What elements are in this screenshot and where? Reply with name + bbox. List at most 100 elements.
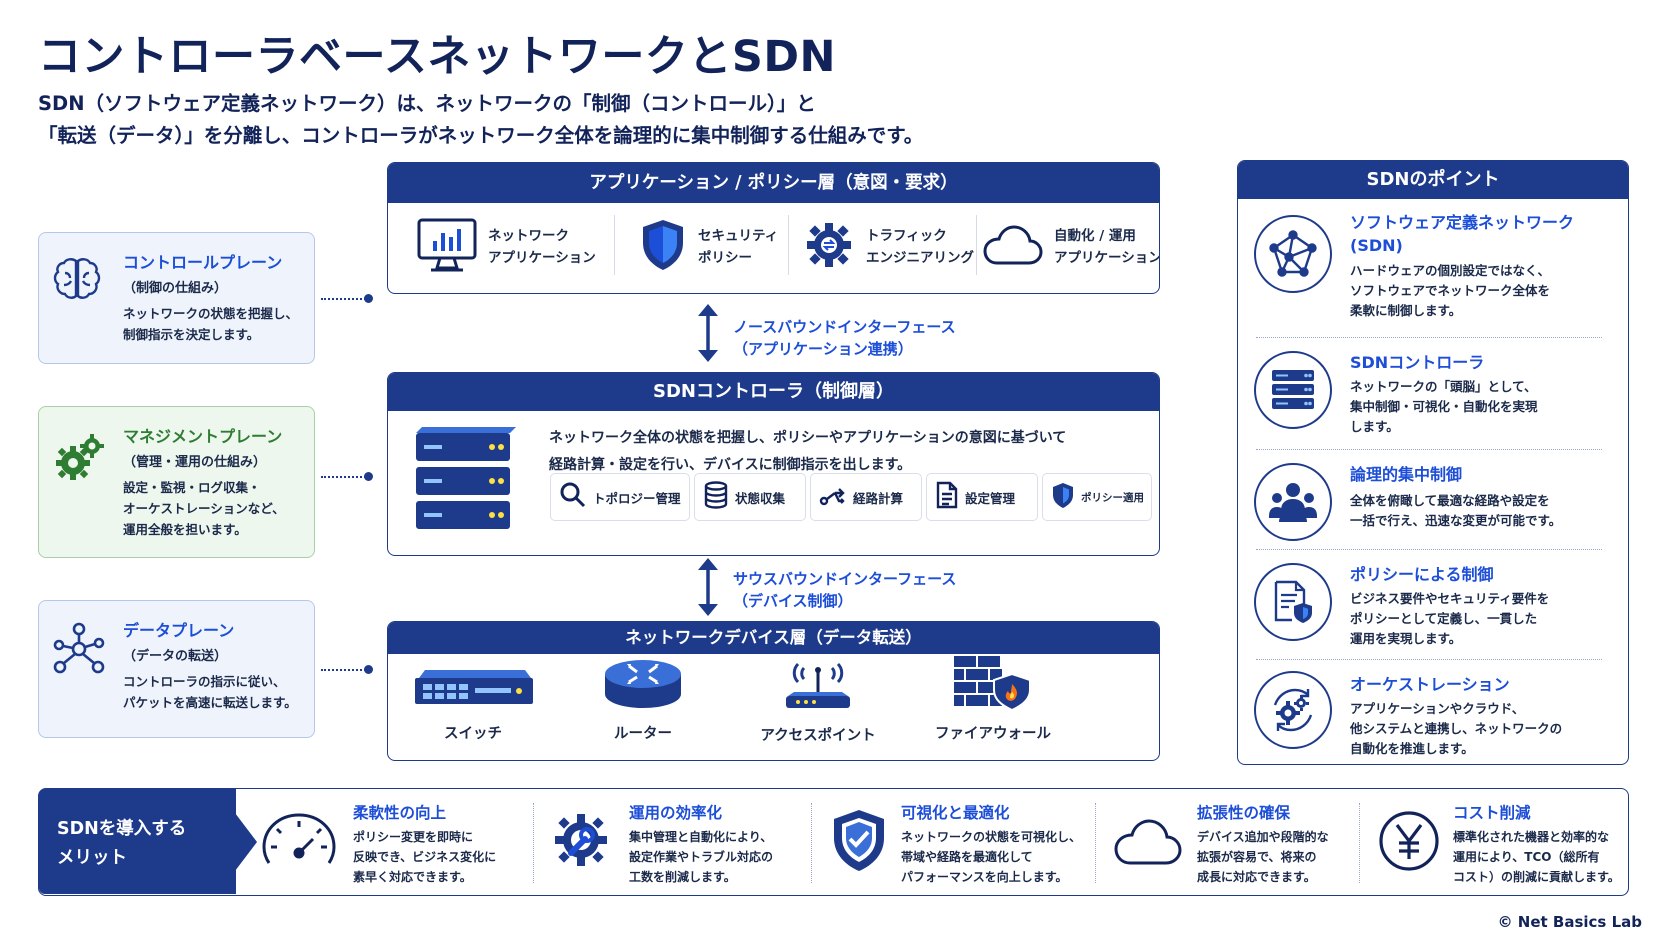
point-desc-3: 自動化を推進します。: [1350, 741, 1474, 756]
benefit-desc-1: 集中管理と自動化により、: [629, 830, 773, 844]
benefit-title: コスト削減: [1453, 804, 1531, 822]
subtitle-line-2: 「転送（データ）」を分離し、コントローラがネットワーク全体を論理的に集中制御する…: [38, 124, 924, 147]
yen-icon: [1377, 809, 1441, 877]
point-title: オーケストレーション: [1350, 675, 1510, 694]
function-label: 設定管理: [965, 490, 1016, 506]
benefit-desc-2: 反映でき、ビジネス変化に: [353, 850, 497, 864]
device-label: スイッチ: [444, 726, 502, 742]
device-router: ルーター: [568, 656, 718, 743]
benefits-bar: SDNを導入する メリット 柔軟性の向上 ポリシー変更を即時に 反映でき、ビジネ…: [38, 788, 1629, 896]
point-desc-3: 柔軟に制御します。: [1350, 303, 1462, 318]
switch-icon: [411, 670, 535, 716]
point-desc: ビジネス要件やセキュリティ要件を ポリシーとして定義し、一貫した 運用を実現しま…: [1350, 589, 1549, 649]
app-item-network-application: ネットワーク アプリケーション: [416, 211, 596, 283]
point-policy-based-control: ポリシーによる制御 ビジネス要件やセキュリティ要件を ポリシーとして定義し、一貫…: [1252, 559, 1602, 659]
benefit-operational-efficiency: 運用の効率化 集中管理と自動化により、 設定作業やトラブル対応の 工数を削減しま…: [549, 789, 819, 895]
document-icon: [935, 481, 959, 513]
point-software-defined-network: ソフトウェア定義ネットワーク (SDN) ハードウェアの個別設定ではなく、 ソフ…: [1252, 211, 1602, 321]
app-item-label: ネットワーク アプリケーション: [488, 225, 596, 269]
northbound-arrow-icon: [696, 302, 720, 368]
data-plane-desc-2: パケットを高速に転送します。: [123, 695, 297, 710]
route-icon: [819, 481, 847, 513]
point-title: ソフトウェア定義ネットワーク (SDN): [1350, 211, 1574, 257]
benefit-desc-3: 成長に対応できます。: [1197, 870, 1316, 884]
southbound-arrow-icon: [696, 556, 720, 622]
benefit-title: 運用の効率化: [629, 804, 723, 822]
controller-desc-2: 経路計算・設定を行い、デバイスに制御指示を出します。: [549, 457, 912, 473]
northbound-label-1: ノースバウンドインターフェース: [733, 318, 956, 336]
device-label: ファイアウォール: [935, 726, 1051, 742]
benefit-flexibility: 柔軟性の向上 ポリシー変更を即時に 反映でき、ビジネス変化に 素早く対応できます…: [261, 789, 561, 895]
firewall-icon: [952, 656, 1034, 716]
function-config-management: 設定管理: [926, 473, 1038, 521]
point-desc: ネットワークの「頭脳」として、 集中制御・可視化・自動化を実現 します。: [1350, 377, 1538, 437]
shield-check-icon: [829, 807, 889, 877]
database-icon: [703, 481, 729, 513]
app-item-label-1: セキュリティ: [698, 228, 779, 244]
sdn-points-title: SDNのポイント: [1238, 161, 1628, 199]
benefit-cost-reduction: コスト削減 標準化された機器と効率的な 運用により、TCO（総所有 コスト）の削…: [1377, 789, 1627, 895]
northbound-label-2: （アプリケーション連携）: [733, 340, 913, 358]
sdn-controller-panel: SDNコントローラ（制御層） ネットワーク全体の状態を把握し、ポリシーやアプリケ…: [387, 372, 1160, 556]
function-label: ポリシー適用: [1081, 491, 1144, 504]
device-label: アクセスポイント: [760, 728, 876, 744]
app-separator: [614, 215, 615, 275]
benefit-desc: ポリシー変更を即時に 反映でき、ビジネス変化に 素早く対応できます。: [353, 827, 496, 887]
application-layer-panel: アプリケーション / ポリシー層（意図・要求） ネットワーク アプリケーション: [387, 162, 1160, 294]
benefit-desc: デバイス追加や段階的な 拡張が容易で、将来の 成長に対応できます。: [1197, 827, 1329, 887]
benefits-label: SDNを導入する メリット: [57, 815, 186, 873]
point-separator: [1256, 449, 1602, 450]
point-desc-3: します。: [1350, 419, 1399, 434]
benefit-separator: [811, 803, 812, 883]
app-item-label-1: トラフィック: [866, 228, 947, 244]
device-access-point: アクセスポイント: [728, 656, 908, 745]
function-policy-application: ポリシー適用: [1042, 473, 1152, 521]
device-switch: スイッチ: [398, 662, 548, 743]
app-item-security-policy: セキュリティ ポリシー: [638, 211, 778, 283]
southbound-label-1: サウスバウンドインターフェース: [733, 570, 957, 588]
gears-icon: [51, 431, 104, 483]
sdn-points-panel: SDNのポイント ソフトウェア定義ネットワーク (SDN) ハードウェアの個別設…: [1237, 160, 1629, 765]
gear-arrows-icon: [802, 218, 856, 276]
controller-description: ネットワーク全体の状態を把握し、ポリシーやアプリケーションの意図に基づいて 経路…: [549, 425, 1066, 479]
nodes-icon: [51, 621, 105, 674]
function-label: 経路計算: [853, 490, 904, 506]
subtitle-line-1: SDN（ソフトウェア定義ネットワーク）は、ネットワークの「制御（コントロール）」…: [38, 92, 816, 115]
southbound-label-2: （デバイス制御）: [733, 592, 853, 610]
point-title: 論理的集中制御: [1350, 465, 1463, 484]
benefit-desc-3: コスト）の削減に貢献します。: [1453, 870, 1620, 884]
app-item-label-2: アプリケーション: [488, 250, 596, 266]
point-orchestration: オーケストレーション アプリケーションやクラウド、 他システムと連携し、ネットワ…: [1252, 667, 1602, 763]
monitor-chart-icon: [416, 217, 478, 277]
function-state-collection: 状態収集: [694, 473, 806, 521]
benefit-visualization: 可視化と最適化 ネットワークの状態を可視化し、 帯域や経路を最適化して パフォー…: [829, 789, 1109, 895]
point-desc-2: 一括で行え、迅速な変更が可能です。: [1350, 513, 1562, 528]
point-desc-1: ネットワークの「頭脳」として、: [1350, 379, 1537, 394]
management-plane-title: マネジメントプレーン: [123, 427, 283, 446]
control-plane-subtitle: （制御の仕組み）: [123, 281, 228, 296]
point-desc-2: ポリシーとして定義し、一貫した: [1350, 611, 1538, 626]
gear-wrench-icon: [549, 807, 613, 877]
server-stack-icon: [410, 425, 522, 539]
point-title-1: ソフトウェア定義ネットワーク: [1350, 213, 1575, 232]
benefit-desc-1: 標準化された機器と効率的な: [1453, 830, 1610, 844]
benefit-desc: ネットワークの状態を可視化し、 帯域や経路を最適化して パフォーマンスを向上しま…: [901, 827, 1081, 887]
function-label: 状態収集: [735, 490, 786, 506]
benefit-desc-2: 拡張が容易で、将来の: [1197, 850, 1317, 864]
magnifier-icon: [559, 481, 587, 513]
control-plane-desc: ネットワークの状態を把握し、 制御指示を決定します。: [123, 303, 298, 345]
point-desc-2: ソフトウェアでネットワーク全体を: [1350, 283, 1551, 298]
point-title: SDNコントローラ: [1350, 353, 1485, 372]
control-plane-title: コントロールプレーン: [123, 253, 283, 272]
data-plane-connector: [321, 669, 366, 671]
function-label: トポロジー管理: [593, 490, 681, 506]
app-item-label-1: 自動化 / 運用: [1054, 228, 1136, 244]
function-topology-management: トポロジー管理: [550, 473, 690, 521]
benefit-desc-1: ネットワークの状態を可視化し、: [901, 830, 1082, 844]
benefit-desc-1: デバイス追加や段階的な: [1197, 830, 1329, 844]
data-plane-subtitle: （データの転送）: [123, 649, 228, 664]
app-item-label: トラフィック エンジニアリング: [866, 225, 974, 269]
benefits-label-2: メリット: [57, 848, 127, 868]
point-desc-2: 集中制御・可視化・自動化を実現: [1350, 399, 1538, 414]
device-label: ルーター: [614, 726, 672, 742]
